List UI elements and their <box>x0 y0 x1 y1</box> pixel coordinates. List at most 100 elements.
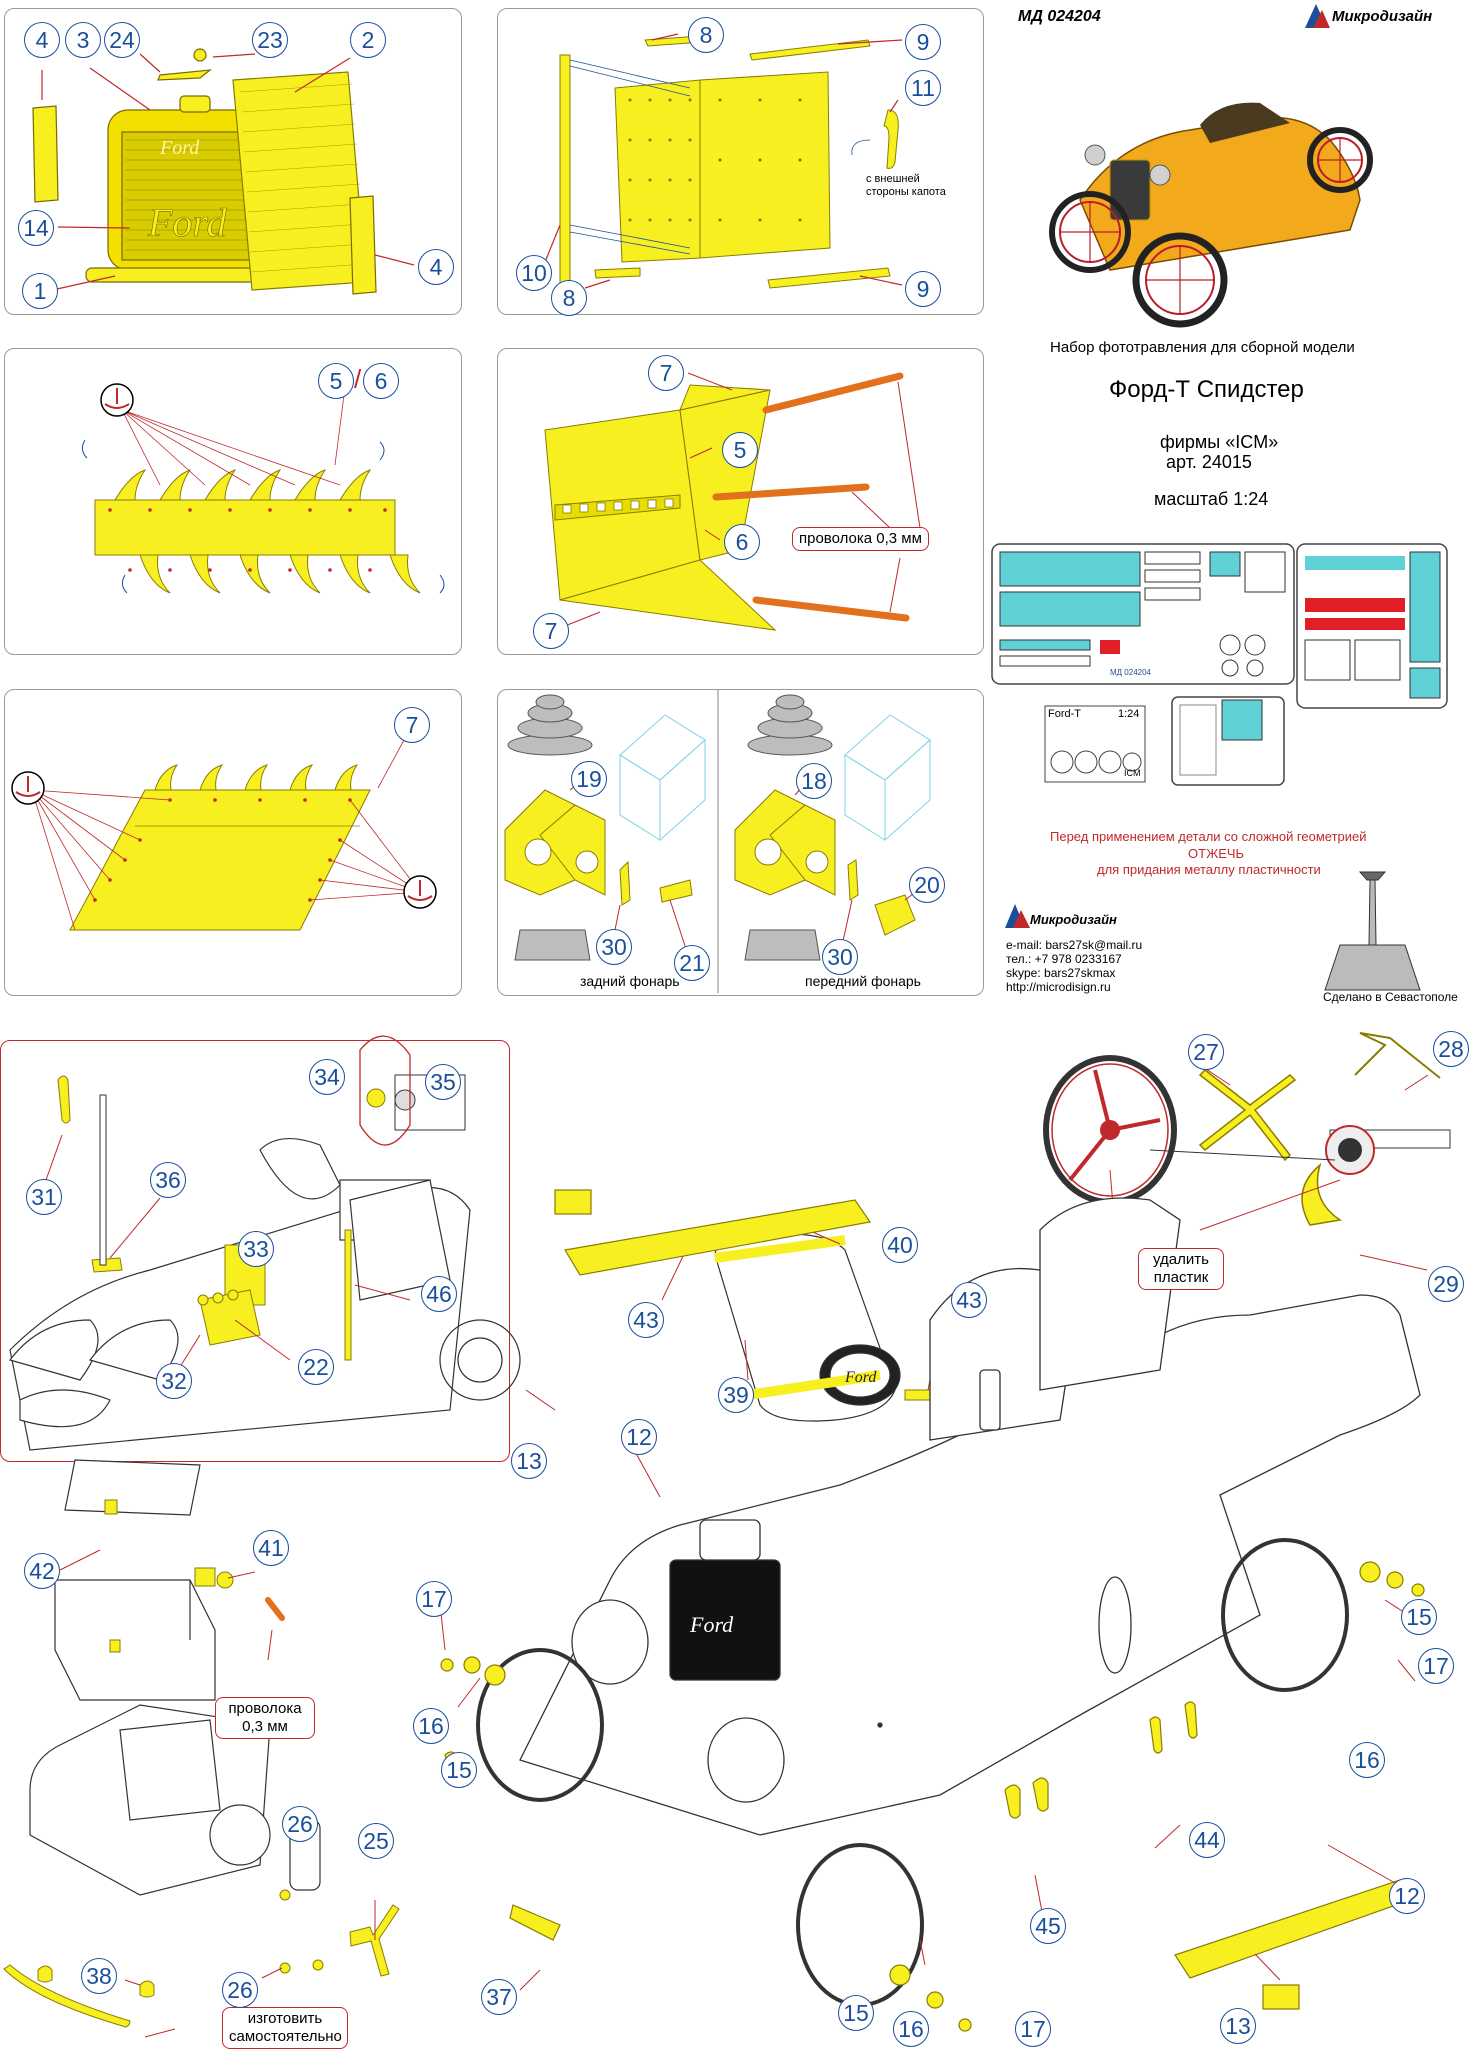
callout-15: 15 <box>441 1752 477 1788</box>
callout-37: 37 <box>481 1979 517 2015</box>
callout-5b: 5 <box>722 432 758 468</box>
callout-5: 5 <box>318 363 354 399</box>
wire-label-2: проволока 0,3 мм <box>215 1697 315 1739</box>
callout-13: 13 <box>511 1443 547 1479</box>
callout-1: 1 <box>22 273 58 309</box>
callout-39: 39 <box>718 1377 754 1413</box>
callout-44: 44 <box>1189 1822 1225 1858</box>
self-made-line-1: изготовить <box>247 2010 323 2027</box>
callout-23: 23 <box>252 22 288 58</box>
annealing-warning-3: для придания металлу пластичности <box>1097 862 1321 877</box>
bend-symbol-3 <box>403 875 437 909</box>
panel-cockpit <box>0 1040 510 1462</box>
callout-45: 45 <box>1030 1908 1066 1944</box>
svg-text:Ford: Ford <box>159 137 200 159</box>
svg-text:Ford: Ford <box>147 200 228 245</box>
callout-17c: 17 <box>1015 2011 1051 2047</box>
box-drawing <box>54 1459 216 1701</box>
callout-17b: 17 <box>1418 1648 1454 1684</box>
brand-name-bottom: Микродизайн <box>1030 912 1117 927</box>
fret-sheet-1 <box>991 543 1295 685</box>
callout-17: 17 <box>416 1581 452 1617</box>
callout-26: 26 <box>282 1806 318 1842</box>
outside-hood-label-1: с внешней <box>866 173 920 185</box>
callout-18: 18 <box>796 763 832 799</box>
contact-email: e-mail: bars27sk@mail.ru <box>1006 938 1143 952</box>
callout-6: 6 <box>363 363 399 399</box>
callout-38: 38 <box>81 1958 117 1994</box>
kit-subtitle: Набор фототравления для сборной модели <box>1050 339 1355 356</box>
callout-21: 21 <box>674 945 710 981</box>
callout-13b: 13 <box>1220 2008 1256 2044</box>
contact-site: http://microdisign.ru <box>1006 980 1111 994</box>
wire-label-2-line-1: проволока <box>228 1700 302 1717</box>
callout-46: 46 <box>421 1276 457 1312</box>
tank-drawing <box>714 1214 901 1422</box>
callout-4: 4 <box>24 22 60 58</box>
made-in-label: Сделано в Севастополе <box>1323 990 1458 1004</box>
brand-name-top: Микродизайн <box>1332 8 1433 25</box>
sheet-preview-label: Ford-T <box>1048 708 1081 720</box>
rear-lamp-label: задний фонарь <box>580 973 680 989</box>
callout-43: 43 <box>628 1302 664 1338</box>
callout-32: 32 <box>156 1363 192 1399</box>
kit-maker: фирмы «ICM» <box>1160 432 1279 452</box>
monument-drawing <box>1324 871 1421 991</box>
front-lamp-label: передний фонарь <box>805 973 921 989</box>
bend-symbol-1 <box>100 383 134 417</box>
annealing-warning-1: Перед применением детали со сложной геом… <box>1050 829 1367 844</box>
callout-34: 34 <box>309 1059 345 1095</box>
self-made-label: изготовить самостоятельно <box>222 2007 348 2049</box>
callout-11: 11 <box>905 70 941 106</box>
callout-8: 8 <box>688 17 724 53</box>
self-made-line-2: самостоятельно <box>229 2028 342 2045</box>
callout-26b: 26 <box>222 1972 258 2008</box>
wire-label-1: проволока 0,3 мм <box>792 527 929 551</box>
remove-plastic-line-1: удалить <box>1153 1251 1209 1268</box>
callout-25: 25 <box>358 1823 394 1859</box>
brand-logo-top <box>1305 4 1330 28</box>
car-pe-parts <box>440 1189 1425 2032</box>
callout-16: 16 <box>413 1708 449 1744</box>
callout-12: 12 <box>621 1419 657 1455</box>
fret-sheet-2 <box>1296 543 1448 709</box>
callout-43b: 43 <box>951 1282 987 1318</box>
kit-scale: масштаб 1:24 <box>1154 489 1269 509</box>
callout-41: 41 <box>253 1530 289 1566</box>
callout-15c: 15 <box>838 1995 874 2031</box>
callout-6b: 6 <box>724 524 760 560</box>
callout-30b: 30 <box>822 939 858 975</box>
product-code: МД 024204 <box>1018 8 1101 25</box>
callout-8b: 8 <box>551 280 587 316</box>
fret-sheet-3 <box>1171 696 1285 786</box>
sheet-preview-scale: 1:24 <box>1118 708 1140 720</box>
callout-19: 19 <box>571 761 607 797</box>
callout-12b: 12 <box>1389 1878 1425 1914</box>
radiator-drawing <box>32 48 377 295</box>
floor-drawing <box>544 384 777 631</box>
svg-text:Ford: Ford <box>844 1369 877 1386</box>
bend-symbol-2 <box>11 771 45 805</box>
fender-7-drawing <box>69 764 371 931</box>
wire-label-2-line-2: 0,3 мм <box>242 1718 288 1735</box>
callout-3: 3 <box>65 22 101 58</box>
callout-2: 2 <box>350 22 386 58</box>
callout-27: 27 <box>1188 1034 1224 1070</box>
callout-24: 24 <box>104 22 140 58</box>
callout-20: 20 <box>909 867 945 903</box>
remove-plastic-label: удалить пластик <box>1138 1248 1224 1290</box>
callout-10: 10 <box>516 255 552 291</box>
contact-phone: тел.: +7 978 0233167 <box>1006 952 1122 966</box>
callout-16c: 16 <box>893 2011 929 2047</box>
callout-33: 33 <box>238 1231 274 1267</box>
decal-box <box>1044 705 1146 783</box>
steering-drawing <box>1043 1032 1451 1226</box>
lamp-drawings <box>504 694 931 961</box>
callout-40: 40 <box>882 1227 918 1263</box>
callout-15b: 15 <box>1401 1599 1437 1635</box>
sheet-preview-code: МД 024204 <box>1110 668 1151 677</box>
callout-14: 14 <box>18 210 54 246</box>
callout-36: 36 <box>150 1162 186 1198</box>
callout-9: 9 <box>905 24 941 60</box>
